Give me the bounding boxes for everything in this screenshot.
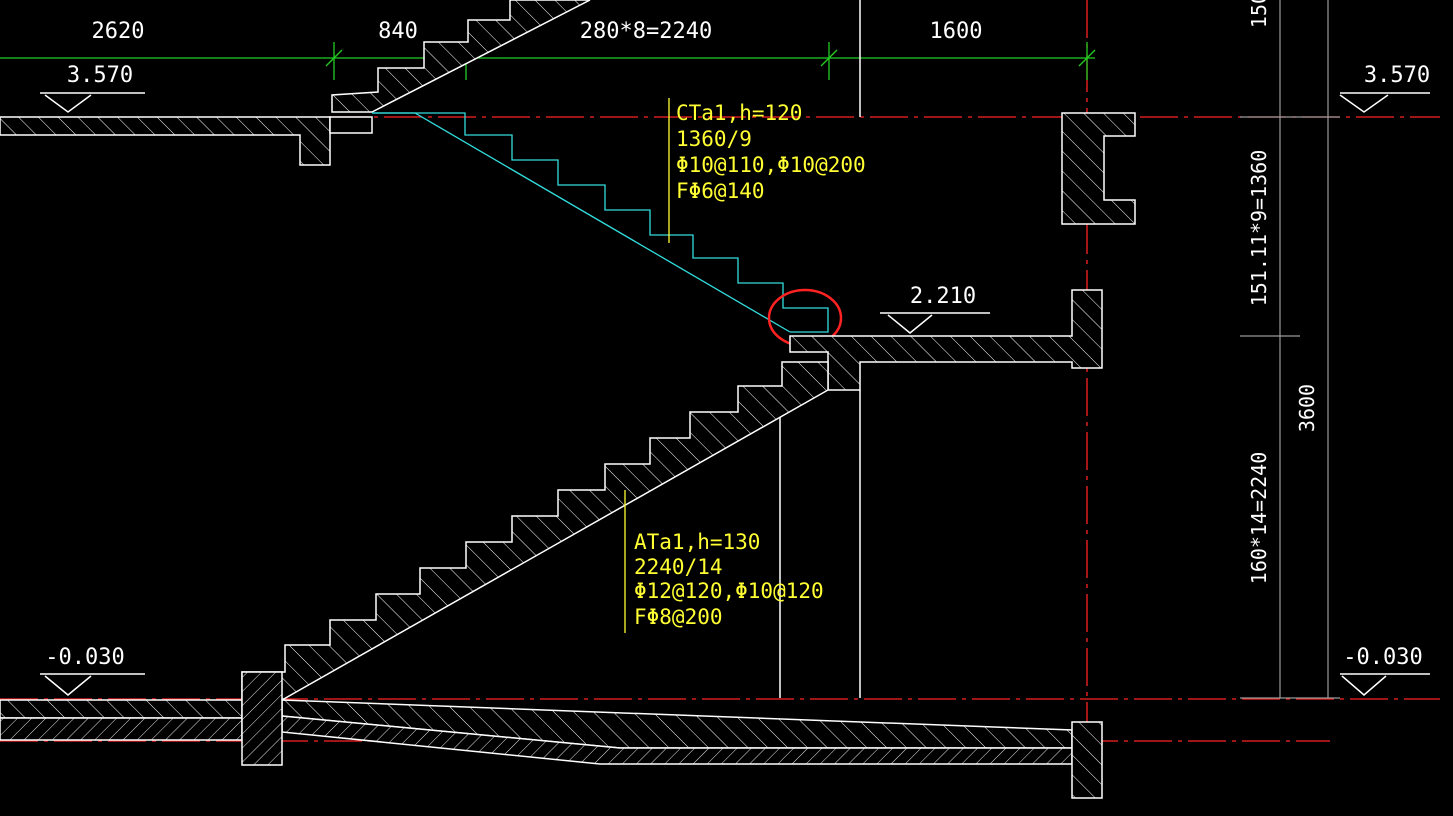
upper-slab-left	[0, 116, 373, 166]
vertical-guides	[779, 0, 861, 698]
upper-note-line-1: CTa1,h=120	[676, 101, 802, 125]
ground-slab	[0, 671, 1103, 799]
upper-flight-outline	[372, 112, 829, 333]
level-text-top-left: 3.570	[67, 63, 133, 88]
lower-note-line-3: Φ12@120,Φ10@120	[634, 579, 824, 603]
dim-top-1: 2620	[92, 19, 145, 44]
right-dimension-lines	[1240, 0, 1340, 699]
dim-right-upper-flight: 151.11*9=1360	[1247, 150, 1271, 307]
upper-note-line-4: FΦ6@140	[676, 179, 765, 203]
mid-landing-slab	[789, 289, 1103, 391]
lower-note-line-1: ATa1,h=130	[634, 530, 760, 554]
lower-note-line-4: FΦ8@200	[634, 605, 723, 629]
lower-note-line-2: 2240/14	[634, 555, 723, 579]
level-text-mid: 2.210	[910, 284, 976, 309]
dim-right-150: 150	[1247, 0, 1271, 28]
level-text-bottom-right: -0.030	[1343, 645, 1422, 670]
upper-note-line-2: 1360/9	[676, 127, 752, 151]
level-mark-bottom-left	[40, 673, 145, 696]
top-dimension-line	[0, 42, 1096, 80]
level-text-top-right: 3.570	[1364, 63, 1430, 88]
level-text-bottom-left: -0.030	[45, 645, 124, 670]
upper-flight-stairs	[331, 0, 591, 113]
level-mark-top-right	[1339, 92, 1430, 113]
dim-top-2: 840	[378, 19, 418, 44]
level-mark-top-left	[40, 92, 145, 113]
lower-flight-stairs	[241, 361, 829, 701]
level-mark-mid	[880, 312, 990, 334]
level-mark-bottom-right	[1340, 673, 1430, 696]
dim-top-3: 280*8=2240	[580, 19, 712, 44]
dim-right-total: 3600	[1295, 384, 1319, 432]
dim-right-lower-flight: 160*14=2240	[1247, 452, 1271, 584]
upper-note-line-3: Φ10@110,Φ10@200	[676, 153, 866, 177]
upper-beam-right	[1061, 112, 1136, 225]
dim-top-4: 1600	[930, 19, 983, 44]
